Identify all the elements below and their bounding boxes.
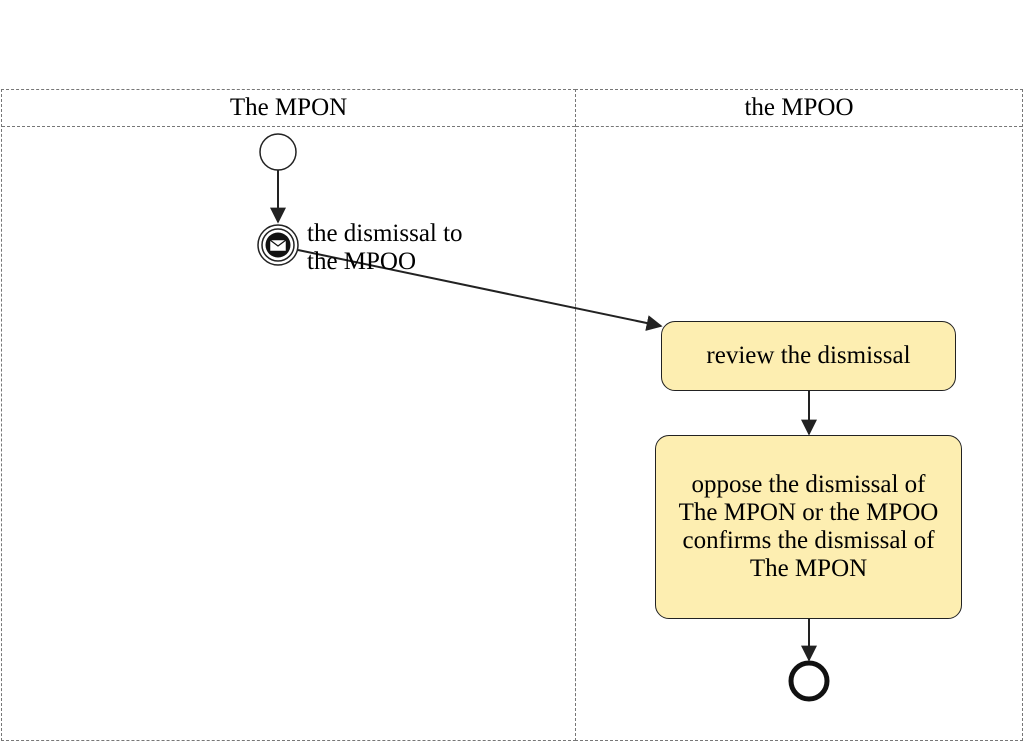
start-event[interactable]	[259, 133, 297, 171]
task-label: oppose the dismissal of The MPON or the …	[678, 471, 939, 582]
envelope-icon	[269, 239, 287, 252]
task-label: review the dismissal	[706, 342, 911, 369]
task-review-the-dismissal[interactable]: review the dismissal	[661, 321, 956, 391]
message-event-label: the dismissal to the MPOO	[307, 220, 463, 275]
sequence-flow-message-to-review	[297, 249, 663, 331]
task-oppose-the-dismissal[interactable]: oppose the dismissal of The MPON or the …	[655, 435, 962, 619]
lane-the-mpoo: the MPOO	[575, 89, 1023, 741]
lane-header-the-mpon: The MPON	[2, 90, 575, 127]
end-event[interactable]	[788, 660, 830, 702]
lane-header-the-mpoo: the MPOO	[576, 90, 1022, 127]
message-event[interactable]	[257, 224, 299, 266]
